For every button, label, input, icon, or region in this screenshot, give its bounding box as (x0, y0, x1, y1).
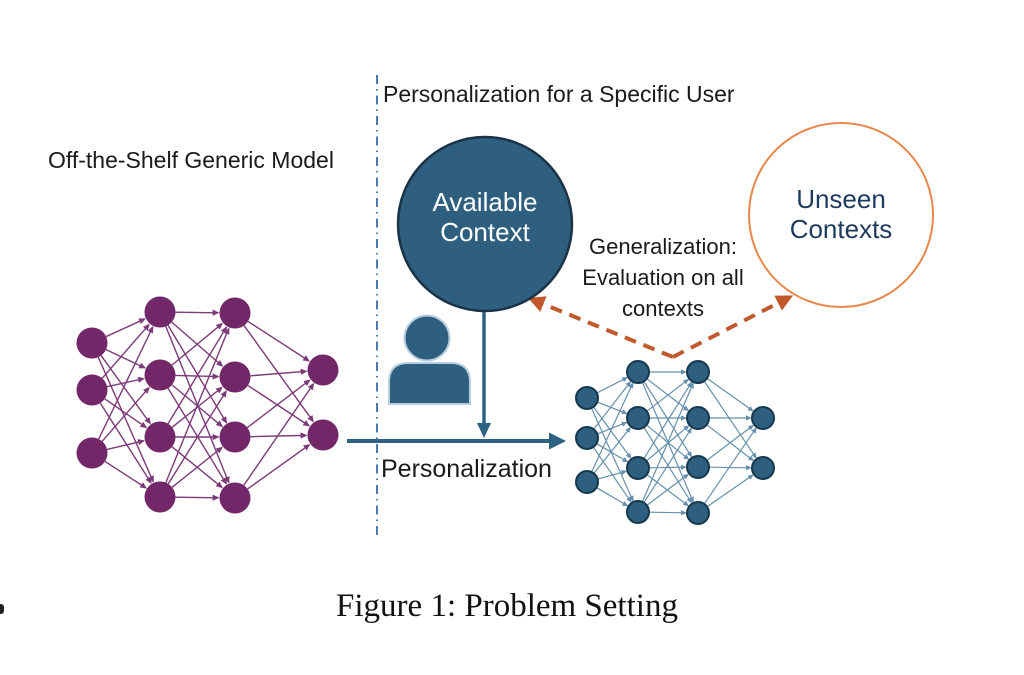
unseen-contexts-circle (748, 122, 934, 308)
network-edge (247, 320, 311, 362)
network-edge (105, 318, 146, 338)
available-context-label-line2: Context (440, 217, 530, 247)
network-edge (597, 469, 628, 480)
personalized-model-network (575, 360, 775, 525)
network-node (575, 426, 599, 450)
network-edge (597, 401, 628, 415)
network-node (144, 296, 176, 328)
figure-caption: Figure 1: Problem Setting (336, 588, 678, 624)
generalization-label-line2: Evaluation on all (582, 265, 744, 290)
network-node (686, 501, 710, 525)
network-node (76, 374, 108, 406)
generalization-arrow-left (527, 296, 674, 359)
network-edge (101, 386, 150, 442)
network-edge (99, 402, 152, 484)
network-edge (98, 325, 154, 440)
unseen-contexts-label-line1: Unseen (796, 184, 886, 214)
network-edge (593, 426, 632, 474)
left-panel-title: Off-the-Shelf Generic Model (48, 147, 334, 173)
personalization-arrow (347, 432, 566, 450)
network-edge (596, 377, 629, 394)
network-edge (648, 510, 687, 516)
network-edge (646, 473, 690, 506)
person-icon (388, 314, 471, 405)
network-edge (104, 398, 148, 429)
network-edge (175, 494, 220, 501)
network-edge (246, 379, 311, 429)
network-edge (646, 378, 690, 412)
network-edge (247, 443, 311, 490)
available-context-label-line1: Available (432, 187, 538, 217)
generalization-arrow-right (672, 295, 793, 359)
available-context-label: Available Context (398, 187, 572, 247)
generalization-label-line3: contexts (622, 296, 704, 321)
generalization-label: Generalization: Evaluation on all contex… (551, 231, 775, 324)
network-edge (243, 382, 315, 486)
network-node (307, 354, 339, 386)
network-node (686, 360, 710, 384)
network-node (575, 470, 599, 494)
network-node (219, 297, 251, 329)
network-node (307, 419, 339, 451)
network-edge (643, 381, 693, 459)
network-node (686, 455, 710, 479)
generalization-label-line1: Generalization: (589, 234, 737, 259)
context-to-personalization-arrow (477, 311, 491, 438)
page-edge-artifact (0, 604, 4, 614)
available-context-circle (396, 135, 574, 313)
network-edge (104, 460, 148, 489)
network-node (144, 421, 176, 453)
generic-model-network (76, 296, 339, 514)
right-panel-title: Personalization for a Specific User (383, 81, 735, 107)
network-edge (97, 356, 154, 483)
network-edge (706, 474, 754, 508)
network-node (76, 327, 108, 359)
network-edge (250, 368, 308, 377)
network-node (626, 406, 650, 430)
network-edge (596, 487, 629, 507)
network-edge (592, 406, 632, 459)
network-edge (171, 446, 223, 488)
network-node (219, 361, 251, 393)
network-edge (171, 322, 224, 366)
network-edge (591, 382, 634, 473)
network-edge (706, 424, 755, 461)
network-edge (648, 464, 687, 470)
network-node (626, 456, 650, 480)
network-edge (101, 323, 150, 379)
network-node (751, 456, 775, 480)
unseen-contexts-label-line2: Contexts (789, 214, 893, 244)
network-node (751, 406, 775, 430)
network-node (76, 437, 108, 469)
network-edge (106, 439, 145, 451)
network-edge (643, 380, 693, 458)
network-edge (100, 355, 151, 425)
network-edge (167, 390, 227, 485)
network-node (686, 406, 710, 430)
unseen-contexts-label: Unseen Contexts (754, 184, 928, 244)
network-edge (105, 348, 147, 369)
network-edge (643, 427, 692, 504)
network-edge (167, 387, 227, 485)
network-edge (167, 326, 227, 425)
network-node (219, 421, 251, 453)
network-edge (703, 380, 757, 459)
network-edge (165, 327, 230, 483)
network-edge (641, 382, 694, 503)
network-edge (646, 378, 690, 412)
network-node (575, 386, 599, 410)
network-node (219, 482, 251, 514)
network-edge (593, 380, 632, 430)
network-edge (247, 384, 311, 427)
network-node (626, 360, 650, 384)
network-node (626, 500, 650, 524)
network-node (144, 481, 176, 513)
personalization-label: Personalization (381, 455, 552, 483)
network-edge (703, 427, 757, 505)
network-edge (175, 309, 220, 316)
network-node (144, 359, 176, 391)
network-edge (596, 443, 629, 463)
network-edge (706, 377, 754, 412)
